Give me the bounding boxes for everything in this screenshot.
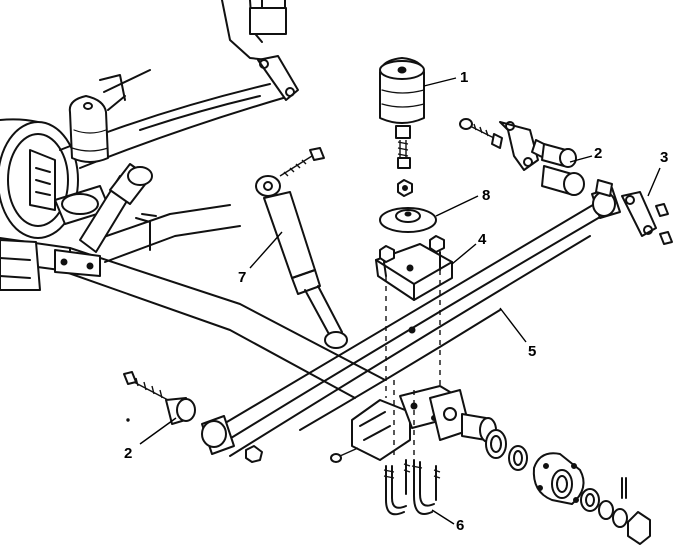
callout-1: 1 [460, 69, 468, 86]
callout-8: 8 [482, 187, 490, 204]
leader-3 [647, 167, 661, 197]
axle-bracket [330, 385, 497, 463]
callout-5: 5 [528, 343, 536, 360]
shock-absorber [255, 147, 348, 349]
air-spring [379, 57, 425, 197]
mounting-plate [375, 235, 453, 301]
leader-6 [431, 509, 455, 525]
callout-7: 7 [238, 269, 246, 286]
main-axle-beam [0, 185, 386, 399]
wheel-hub [485, 429, 651, 545]
callout-3: 3 [660, 149, 668, 166]
upper-frame [59, 0, 299, 169]
spring-seat-plate [379, 207, 437, 233]
callout-2-lower: 2 [124, 445, 132, 462]
leader-2a [569, 155, 593, 163]
callout-labels: 1 2 3 4 5 6 7 8 2 [124, 69, 668, 534]
callout-2-upper: 2 [594, 145, 602, 162]
u-bolts [383, 459, 441, 516]
leader-5 [499, 307, 527, 343]
leader-1 [423, 77, 457, 87]
shackle-bolts-upper [459, 118, 613, 197]
leader-2b [139, 417, 177, 445]
leaf-spring [201, 187, 621, 457]
leader-7 [249, 231, 283, 269]
leader-4 [451, 243, 477, 265]
callout-6: 6 [456, 517, 464, 534]
shackle [621, 191, 673, 245]
leader-8 [435, 195, 479, 217]
rear-shock-background [79, 163, 153, 253]
shackle-bolts-lower [123, 371, 263, 463]
callout-4: 4 [478, 231, 487, 248]
alignment-lines [385, 270, 441, 460]
callout-leaders [139, 77, 661, 525]
